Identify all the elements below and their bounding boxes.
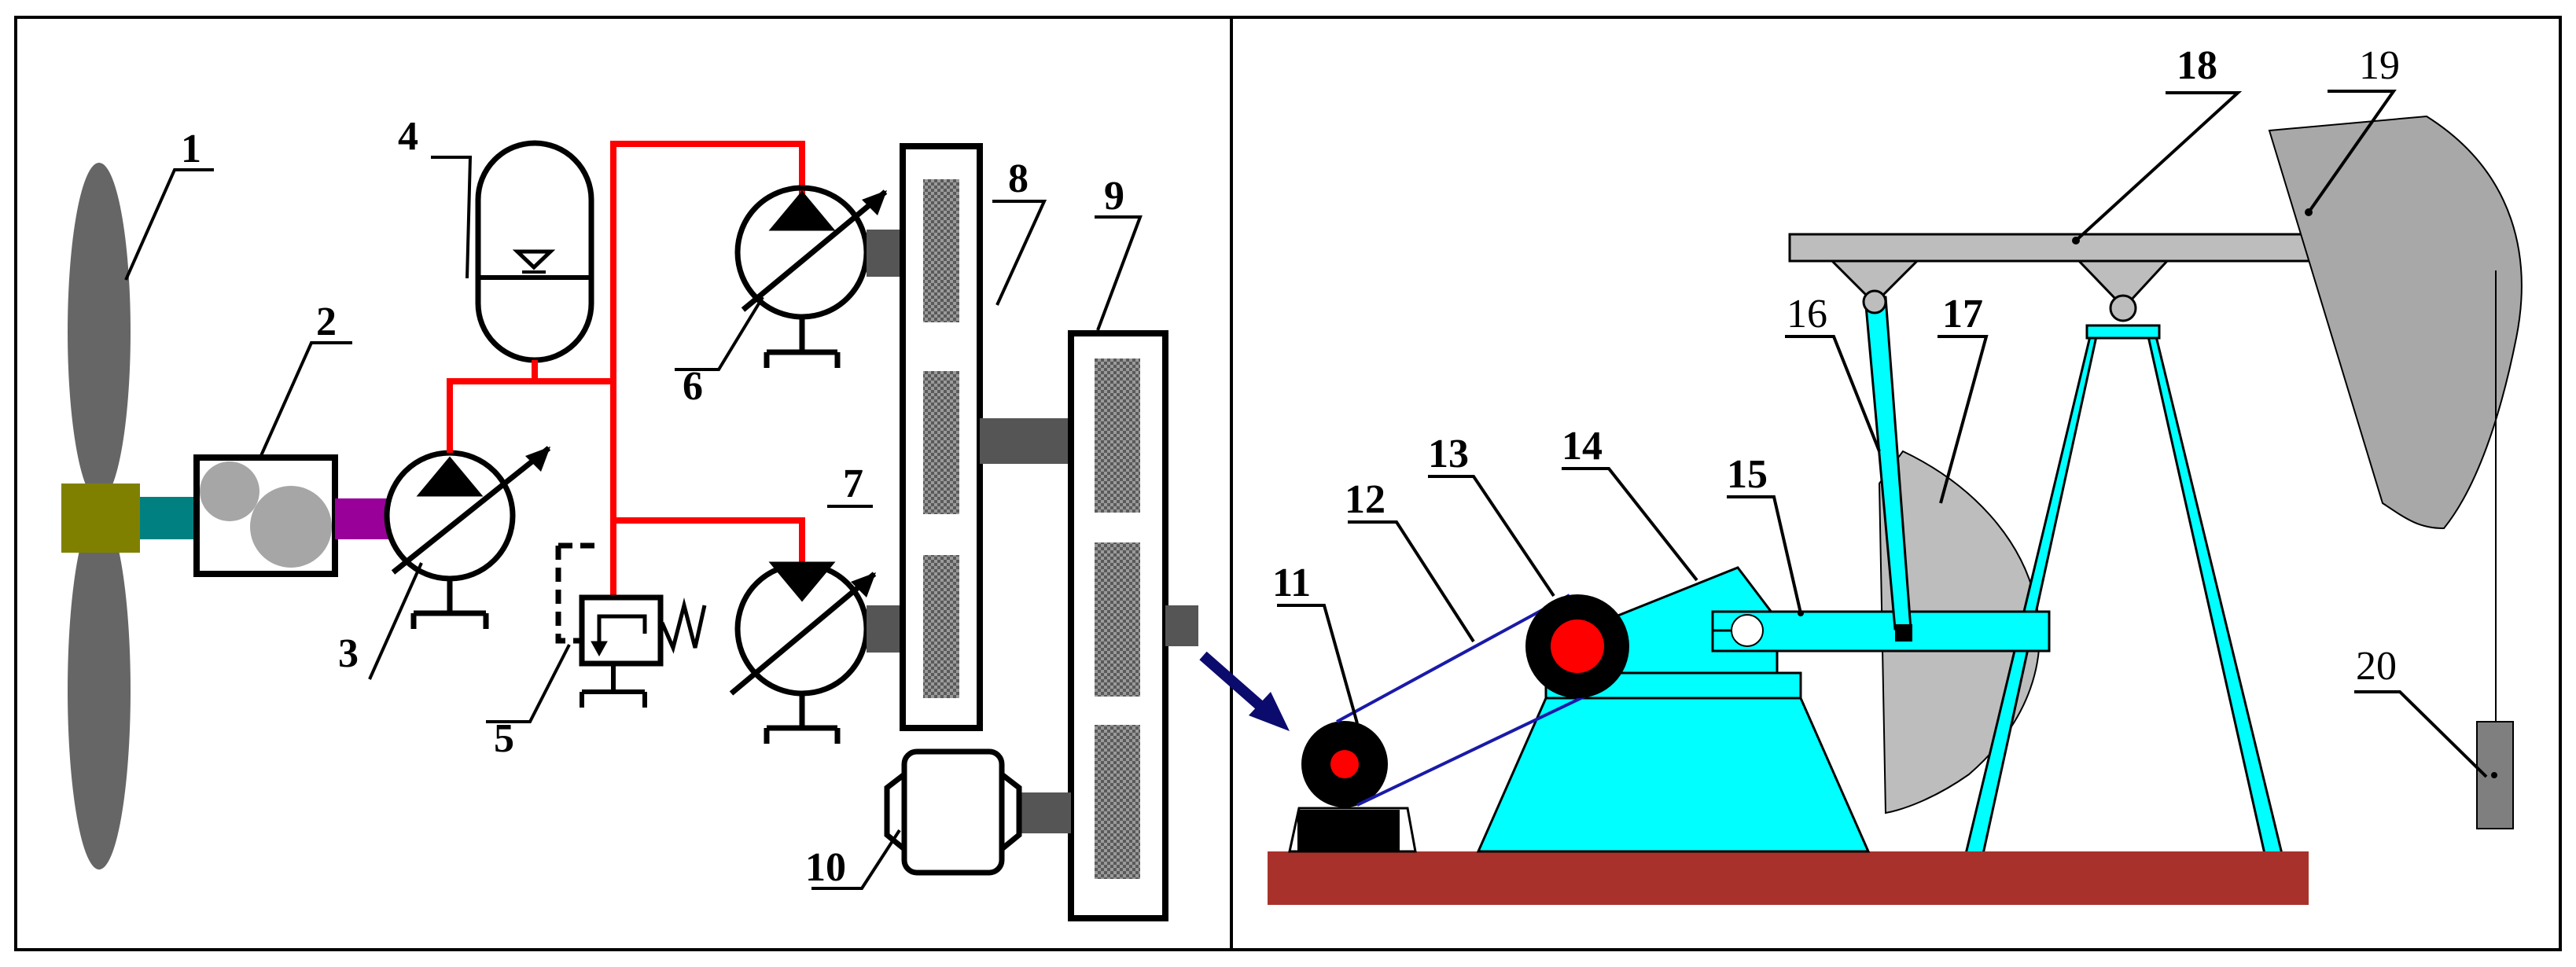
- labels: 1 2 3 4 5 6 7 8 9 10 11 12 13 14 15 16 1…: [181, 43, 2400, 890]
- accumulator: [475, 140, 594, 363]
- label-19: 19: [2359, 43, 2400, 88]
- gear-column-8: [900, 143, 983, 731]
- label-11: 11: [1272, 561, 1311, 605]
- output-shaft: [1165, 605, 1198, 646]
- gearbox: [193, 454, 388, 577]
- label-18: 18: [2177, 43, 2217, 88]
- label-13: 13: [1428, 432, 1469, 476]
- outer-frame: [14, 16, 2562, 951]
- relief-valve: [555, 542, 707, 708]
- sheave: [1525, 594, 1629, 698]
- variable-motor-6: [734, 185, 888, 368]
- label-3: 3: [338, 631, 359, 676]
- label-17: 17: [1942, 292, 1983, 336]
- variable-pump-3: [384, 446, 551, 629]
- wind-rotor: [61, 163, 200, 870]
- label-4: 4: [398, 114, 418, 159]
- horsehead: [2268, 115, 2523, 530]
- wrist-pin: [1895, 624, 1912, 642]
- belt: [1336, 594, 1605, 807]
- base: [1268, 851, 2309, 905]
- label-12: 12: [1345, 477, 1386, 522]
- label-20: 20: [2356, 644, 2397, 689]
- generator: [884, 748, 1022, 876]
- label-6: 6: [683, 364, 703, 409]
- transmission-arrow: [1199, 651, 1290, 731]
- crank-arm: [1711, 610, 2051, 653]
- gear-reducer: [1476, 566, 1871, 853]
- label-5: 5: [494, 716, 514, 761]
- label-14: 14: [1562, 424, 1603, 469]
- electric-motor: [1288, 721, 1417, 853]
- variable-motor-7: [729, 561, 877, 744]
- label-16: 16: [1787, 292, 1827, 336]
- label-7: 7: [843, 461, 863, 506]
- walking-beam: [1788, 233, 2320, 322]
- label-9: 9: [1104, 174, 1124, 219]
- label-8: 8: [1008, 156, 1029, 201]
- motor-7-arrowhead: [851, 572, 876, 597]
- marker-dots: [1798, 208, 2497, 778]
- samson-post: [1964, 324, 2283, 855]
- leader-lines: [124, 90, 2488, 890]
- gear-column-9: [1068, 330, 1168, 921]
- label-2: 2: [316, 300, 337, 344]
- motor-6-shaft: [867, 230, 903, 277]
- motor-6-arrowhead: [862, 190, 887, 215]
- label-10: 10: [805, 845, 846, 890]
- label-1: 1: [181, 127, 201, 171]
- label-15: 15: [1727, 452, 1768, 497]
- shaft-10-9: [1021, 792, 1071, 833]
- pump-3-arrowhead: [525, 447, 550, 472]
- hydraulic-lines: [447, 141, 805, 597]
- motor-7-shaft: [867, 605, 903, 653]
